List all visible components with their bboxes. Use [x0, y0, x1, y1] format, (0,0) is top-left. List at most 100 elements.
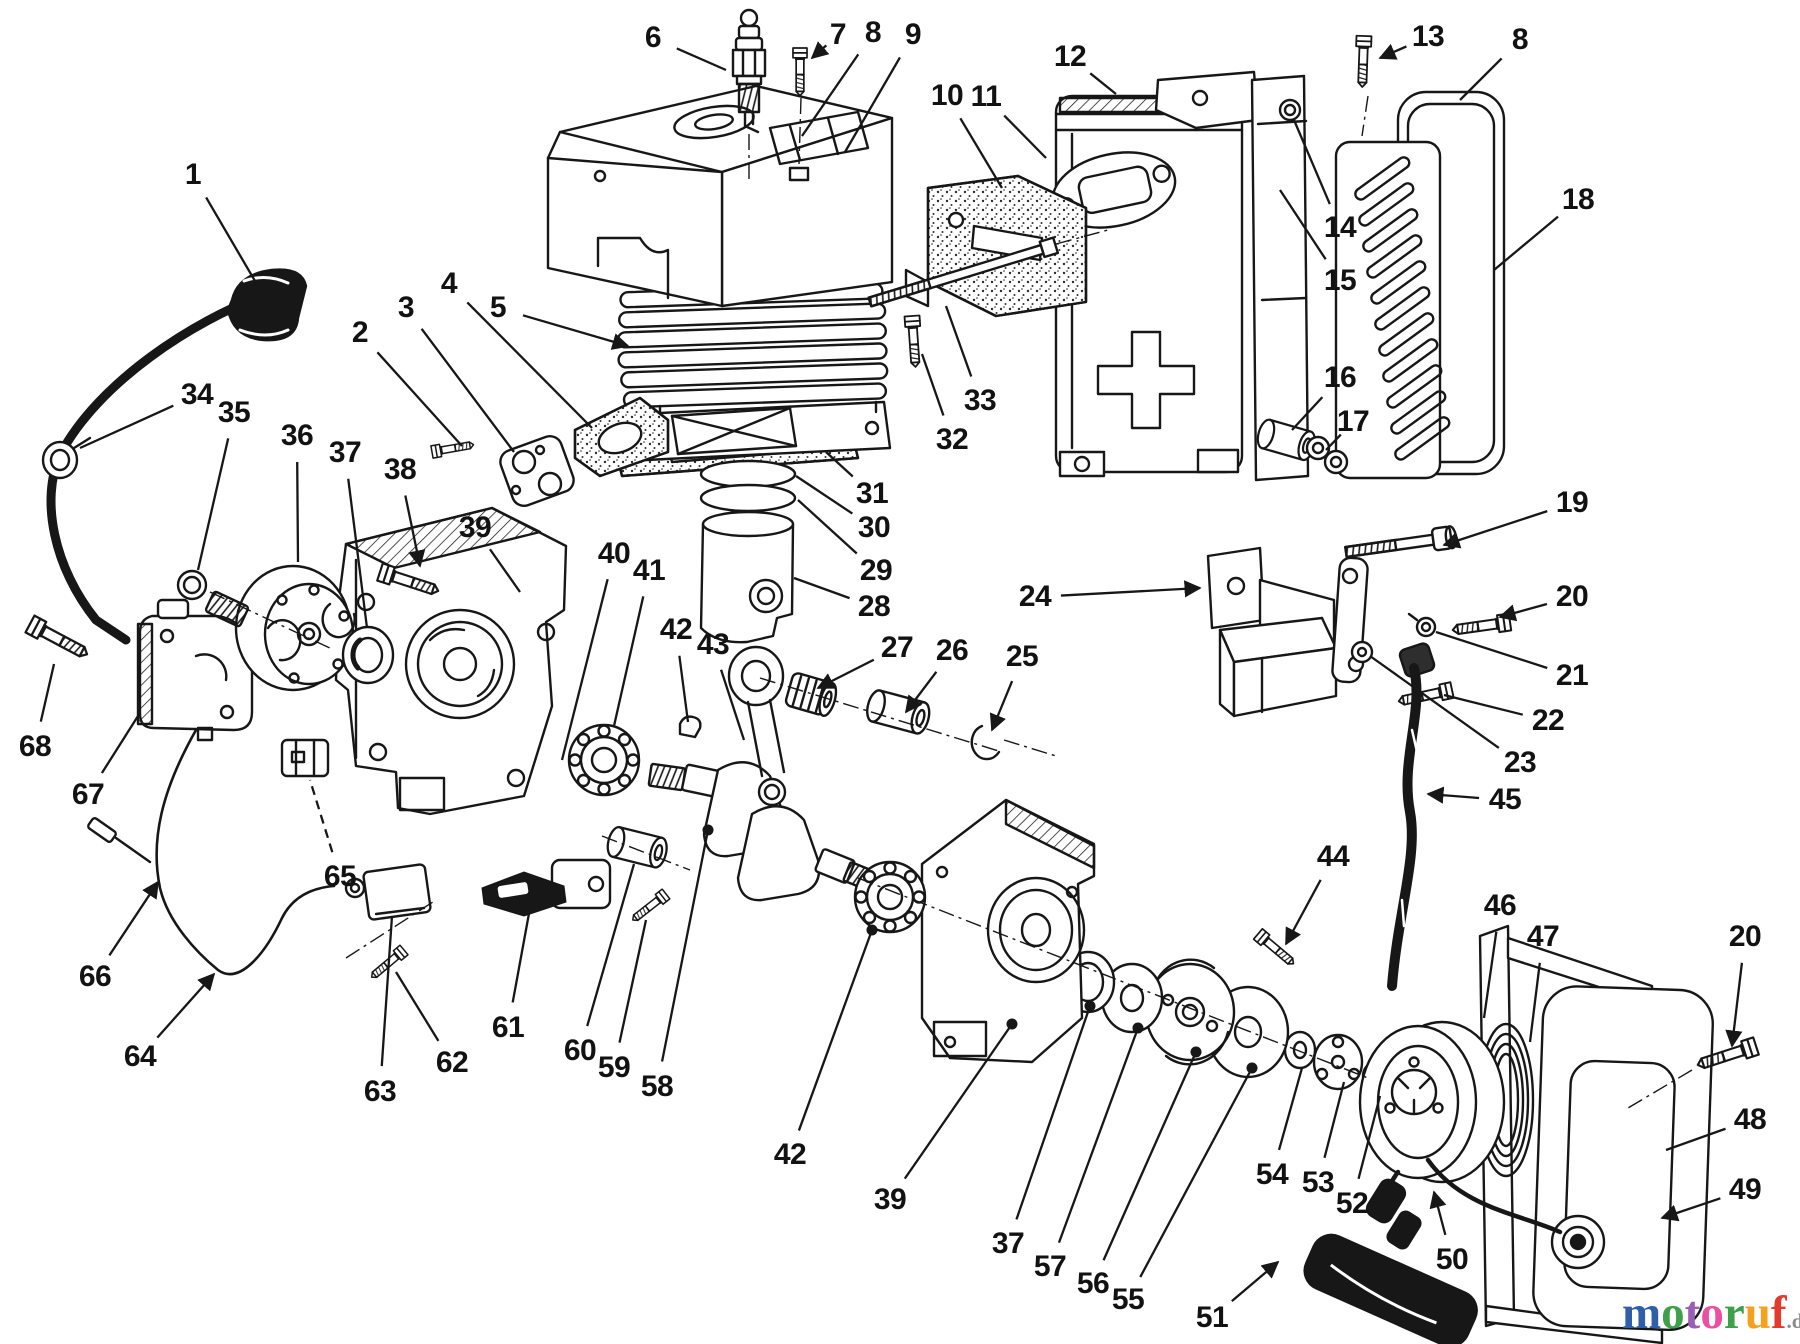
leader-line-10 — [959, 117, 1003, 189]
coil-screw — [24, 614, 93, 664]
leader-line-15 — [1279, 189, 1327, 260]
part-label-11: 11 — [970, 80, 1002, 113]
part-label-31: 31 — [855, 477, 889, 510]
leader-line-18 — [1493, 215, 1559, 271]
part-label-63: 63 — [363, 1075, 397, 1108]
leader-line-45 — [1426, 786, 1480, 804]
leader-line-61 — [511, 907, 532, 1003]
watermark-letter: t — [1684, 1287, 1701, 1339]
leader-line-66 — [108, 880, 159, 956]
part-label-2: 2 — [351, 316, 369, 349]
leader-line-59 — [618, 919, 648, 1043]
mount-nut — [1407, 612, 1437, 638]
part-label-28: 28 — [857, 590, 891, 623]
watermark-letter: o — [1661, 1287, 1685, 1339]
leader-line-27 — [816, 658, 875, 690]
part-label-20: 20 — [1728, 920, 1762, 953]
carb-gasket — [573, 396, 670, 478]
leader-line-20 — [1498, 602, 1548, 622]
part-label-65: 65 — [323, 860, 357, 893]
leader-line-14 — [1292, 119, 1331, 205]
part-label-29: 29 — [859, 554, 893, 587]
part-label-45: 45 — [1488, 783, 1522, 816]
leader-line-56 — [1102, 1046, 1202, 1261]
wire-terminal-block — [280, 738, 330, 778]
leader-line-37 — [347, 478, 369, 629]
watermark-letter: f — [1770, 1287, 1787, 1339]
part-label-23: 23 — [1503, 746, 1537, 779]
watermark-letter: u — [1744, 1287, 1771, 1339]
part-label-54: 54 — [1255, 1158, 1289, 1191]
leader-line-39 — [903, 1018, 1018, 1180]
watermark-letter: m — [1622, 1287, 1662, 1339]
part-label-35: 35 — [217, 396, 251, 429]
leader-line-68 — [39, 663, 56, 722]
mount-link-plate — [1331, 556, 1374, 684]
part-label-50: 50 — [1435, 1243, 1469, 1276]
part-label-52: 52 — [1335, 1187, 1369, 1220]
leader-line-30 — [795, 475, 854, 515]
leader-line-8 — [801, 53, 860, 137]
engine-shroud — [546, 84, 894, 308]
leader-line-43 — [719, 669, 746, 741]
leader-line-36 — [296, 461, 300, 563]
leader-line-49 — [1660, 1197, 1721, 1222]
part-label-44: 44 — [1316, 840, 1350, 873]
wrist-pin-clip — [970, 724, 1001, 761]
leader-line-2 — [376, 351, 463, 447]
crankcase-half-right — [920, 798, 1096, 1064]
part-label-15: 15 — [1323, 264, 1357, 297]
leader-line-13 — [1378, 43, 1407, 60]
part-label-33: 33 — [963, 384, 997, 417]
woodruff-key — [678, 715, 702, 739]
part-label-60: 60 — [563, 1034, 597, 1067]
leader-line-3 — [420, 328, 515, 453]
spark-plug — [731, 8, 767, 134]
part-label-24: 24 — [1018, 580, 1052, 613]
leader-line-29 — [797, 499, 858, 555]
leader-line-63 — [380, 915, 394, 1067]
part-label-41: 41 — [632, 554, 666, 587]
clutch-spider — [1312, 1033, 1364, 1091]
leader-line-5 — [522, 314, 630, 350]
starter-handle — [1303, 1178, 1478, 1344]
leader-line-17 — [1325, 433, 1342, 451]
part-label-8: 8 — [864, 16, 882, 49]
clutch-washer-small — [1100, 962, 1164, 1034]
leader-line-41 — [612, 596, 645, 727]
leader-line-64 — [156, 972, 216, 1039]
part-label-39: 39 — [873, 1183, 907, 1216]
flywheel — [234, 564, 356, 692]
piston — [699, 510, 795, 644]
leader-line-6 — [676, 47, 727, 72]
part-label-42: 42 — [659, 613, 693, 646]
part-label-22: 22 — [1531, 704, 1565, 737]
leader-line-37 — [1015, 1000, 1096, 1220]
part-label-16: 16 — [1323, 361, 1357, 394]
muffler-gasket — [904, 174, 1088, 318]
part-label-62: 62 — [435, 1046, 469, 1079]
leader-line-22 — [1443, 693, 1524, 716]
part-label-8: 8 — [1511, 23, 1529, 56]
part-label-7: 7 — [829, 18, 847, 51]
leader-line-32 — [920, 353, 945, 416]
main-bearing-left — [567, 723, 641, 797]
watermark-letter: o — [1700, 1287, 1724, 1339]
part-label-42: 42 — [773, 1138, 807, 1171]
leader-line-23 — [1369, 655, 1500, 749]
leader-line-54 — [1277, 1067, 1304, 1151]
part-label-10: 10 — [930, 79, 964, 112]
bracket-washers — [1305, 435, 1349, 475]
needle-bearing — [784, 672, 838, 718]
watermark-letter: r — [1723, 1287, 1745, 1339]
leader-line-24 — [1060, 580, 1202, 598]
starter-housing — [1478, 924, 1714, 1344]
part-label-58: 58 — [640, 1070, 674, 1103]
leader-line-11 — [1003, 114, 1047, 159]
leader-line-62 — [395, 971, 440, 1042]
part-label-30: 30 — [857, 511, 891, 544]
leader-line-12 — [1089, 72, 1117, 95]
bracket-screw — [1353, 34, 1373, 89]
kill-wire — [87, 728, 336, 976]
